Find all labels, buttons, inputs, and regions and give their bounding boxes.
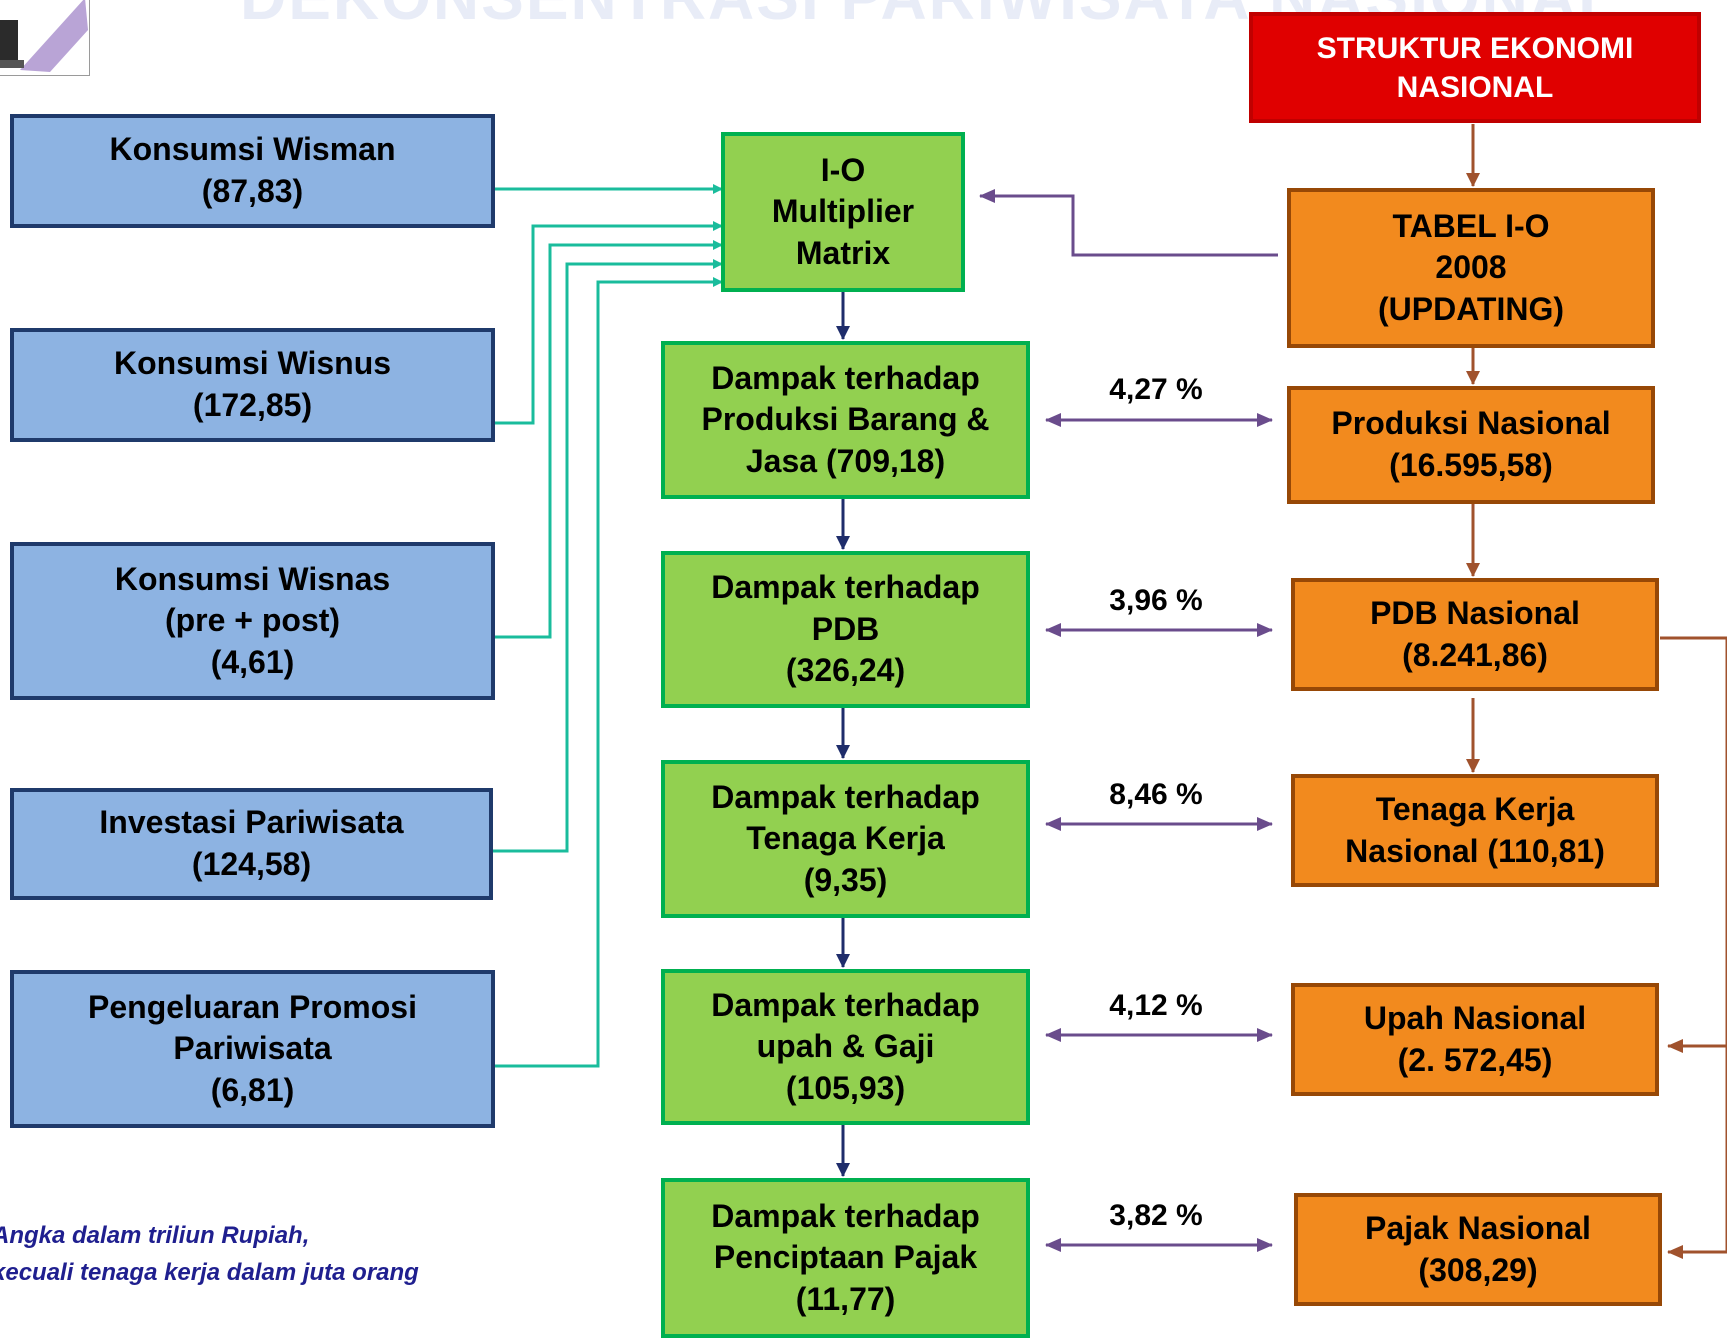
impact-pdb: Dampak terhadap PDB (326,24): [661, 551, 1030, 708]
input-konsumsi-wisnus: Konsumsi Wisnus (172,85): [10, 328, 495, 442]
input-konsumsi-wisman: Konsumsi Wisman (87,83): [10, 114, 495, 228]
produksi-nasional: Produksi Nasional (16.595,58): [1287, 386, 1655, 504]
percentage-upah: 4,12 %: [1109, 989, 1203, 1022]
connector-promosi: [495, 277, 723, 1068]
struktur-ekonomi-header: STRUKTUR EKONOMI NASIONAL: [1249, 12, 1701, 123]
input-pengeluaran-promosi: Pengeluaran Promosi Pariwisata (6,81): [10, 970, 495, 1128]
input-konsumsi-wisnas: Konsumsi Wisnas (pre + post) (4,61): [10, 542, 495, 700]
percentage-tenaga-kerja: 8,46 %: [1109, 778, 1203, 811]
units-note: Angka dalam triliun Rupiah, kecuali tena…: [0, 1222, 419, 1287]
impact-tenaga-kerja: Dampak terhadap Tenaga Kerja (9,35): [661, 760, 1030, 918]
input-investasi-pariwisata: Investasi Pariwisata (124,58): [10, 788, 493, 900]
connector-wisnas: [495, 240, 723, 639]
percentage-pajak: 3,82 %: [1109, 1199, 1203, 1232]
percentage-produksi: 4,27 %: [1109, 373, 1203, 406]
connector-investasi: [493, 259, 723, 853]
connector-wisnus: [495, 221, 723, 425]
io-multiplier-matrix: I-O Multiplier Matrix: [721, 132, 965, 292]
tabel-io-2008: TABEL I-O 2008 (UPDATING): [1287, 188, 1655, 348]
arrow-pdb-pajak-nasional: [1660, 636, 1727, 1259]
impact-upah-gaji: Dampak terhadap upah & Gaji (105,93): [661, 969, 1030, 1125]
pajak-nasional: Pajak Nasional (308,29): [1294, 1193, 1662, 1306]
pdb-nasional: PDB Nasional (8.241,86): [1291, 578, 1659, 691]
impact-produksi: Dampak terhadap Produksi Barang & Jasa (…: [661, 341, 1030, 499]
upah-nasional: Upah Nasional (2. 572,45): [1291, 983, 1659, 1096]
impact-penciptaan-pajak: Dampak terhadap Penciptaan Pajak (11,77): [661, 1178, 1030, 1338]
percentage-pdb: 3,96 %: [1109, 584, 1203, 617]
connector-io-table-matrix: [979, 189, 1278, 257]
tenaga-kerja-nasional: Tenaga Kerja Nasional (110,81): [1291, 774, 1659, 887]
logo-icon: [0, 0, 90, 76]
